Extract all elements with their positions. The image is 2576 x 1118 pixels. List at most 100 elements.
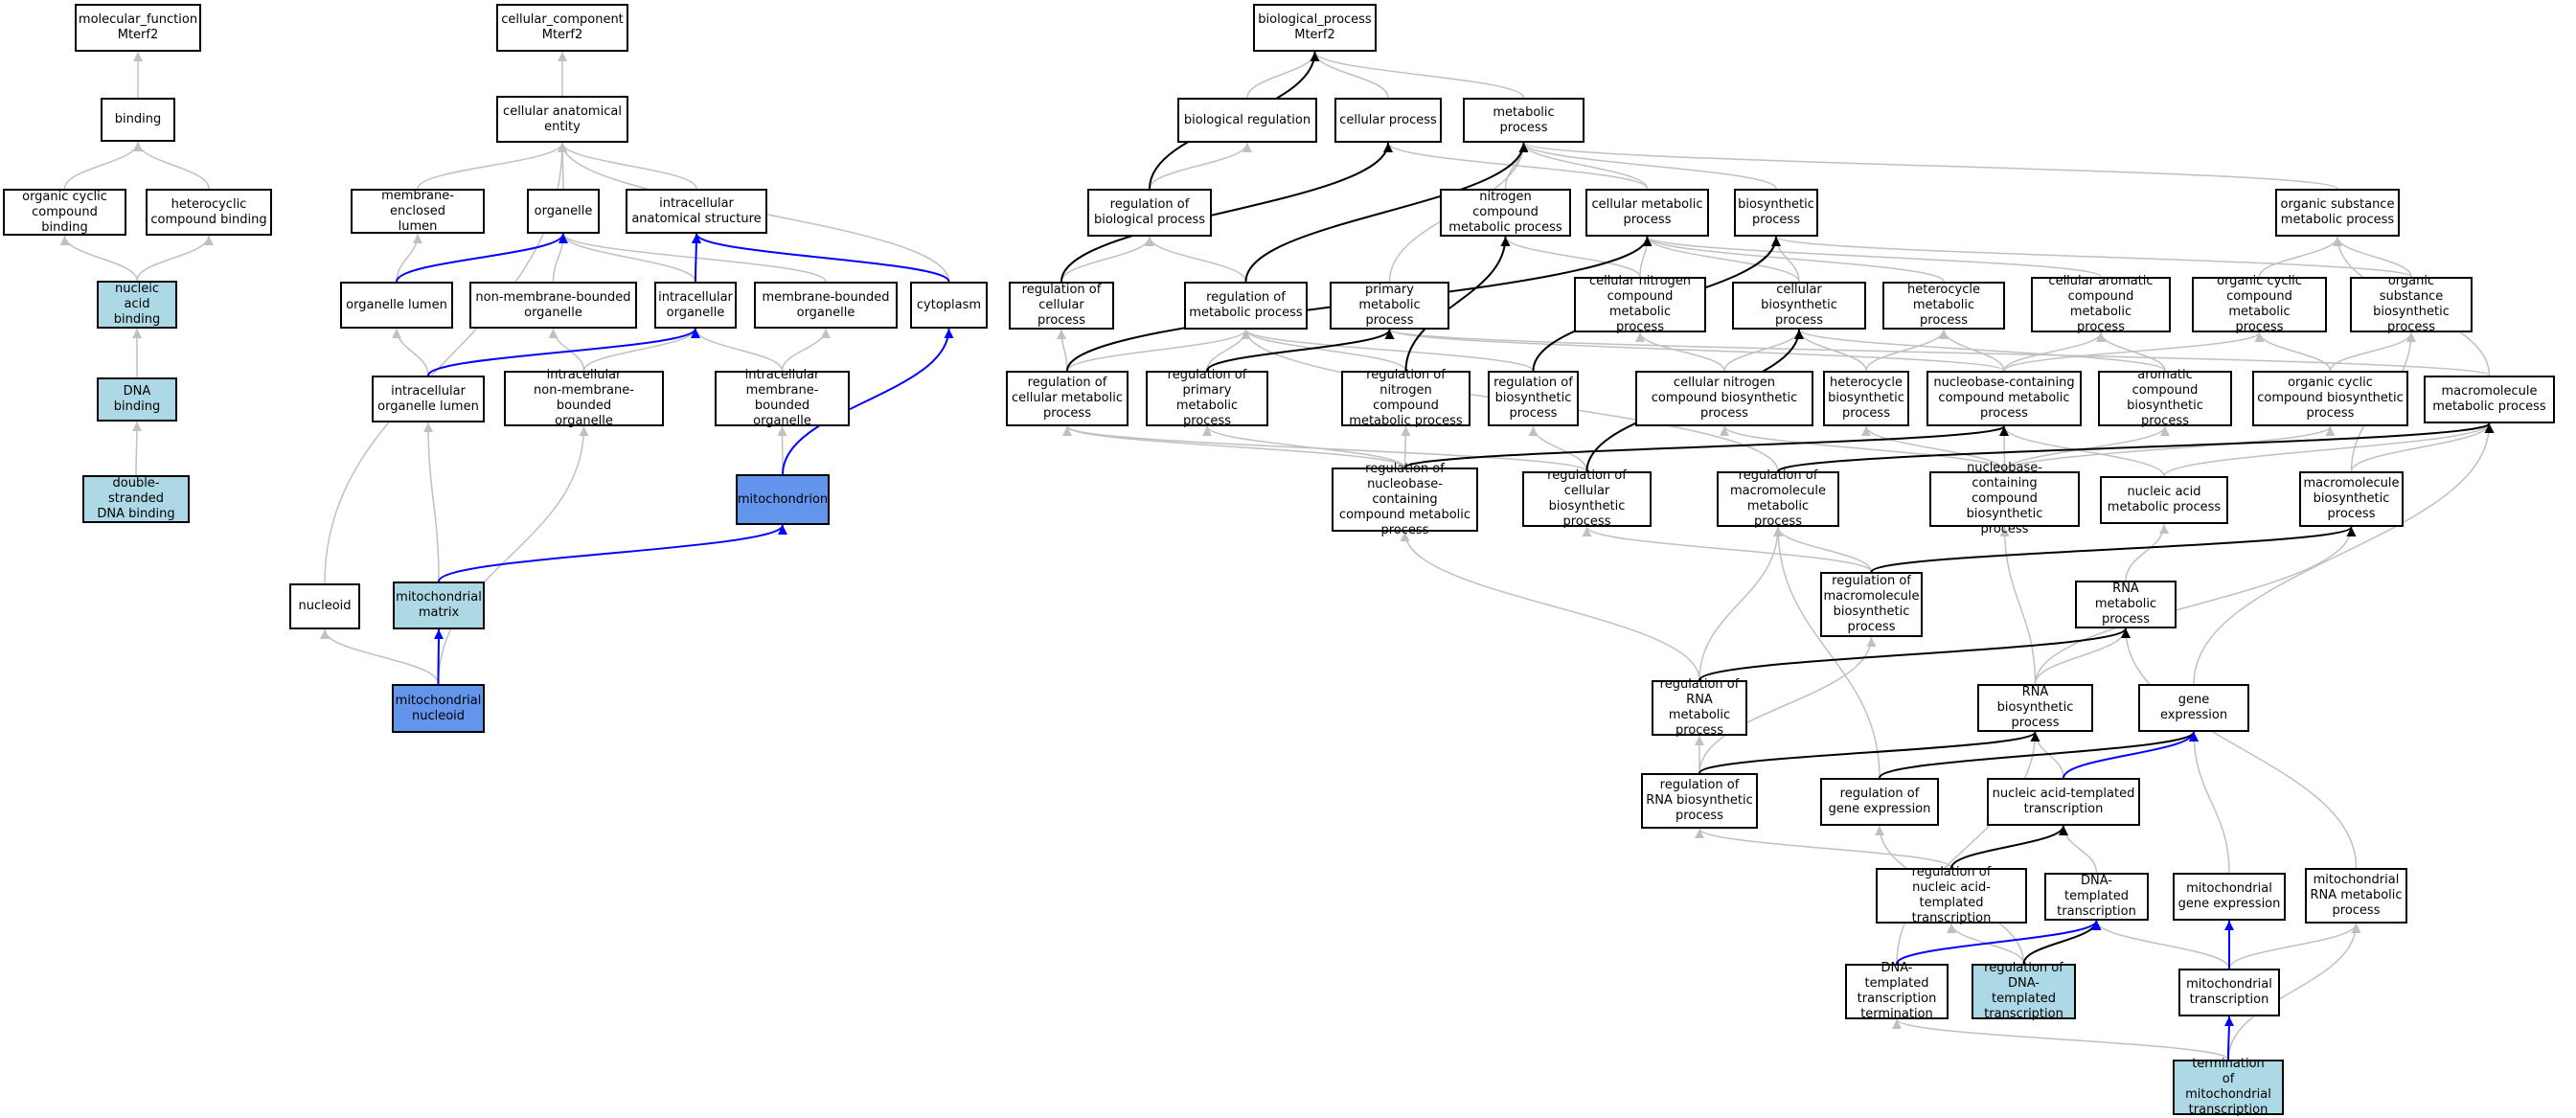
- edge-organic-substance-biosynthetic-process-to-organic-substance-metabolic-process: [2333, 236, 2412, 278]
- node-mitochondrial-nucleoid[interactable]: mitochondrial nucleoid: [392, 684, 485, 733]
- edge-mitochondrial-gene-expression-to-gene-expression: [2189, 731, 2230, 874]
- edge-macromolecule-metabolic-process-to-primary-metabolic-process: [1385, 329, 2491, 376]
- node-cytoplasm[interactable]: cytoplasm: [910, 282, 988, 329]
- edge-regulation-of-rna-metabolic-process-to-rna-metabolic-process: [1698, 627, 2131, 681]
- edge-intracellular-organelle-to-intracellular-anatomical-structure: [691, 233, 701, 283]
- node-nucleoid[interactable]: nucleoid: [289, 583, 360, 629]
- node-dna-binding[interactable]: DNA binding: [97, 377, 177, 422]
- node-rna-biosynthetic-process[interactable]: RNA biosynthetic process: [1977, 684, 2093, 732]
- node-regulation-of-macromolecule-metabolic-process[interactable]: regulation of macromolecule metabolic pr…: [1717, 468, 1839, 529]
- node-regulation-of-gene-expression[interactable]: regulation of gene expression: [1820, 778, 1939, 826]
- node-cellular-aromatic-compound-metabolic-process[interactable]: cellular aromatic compound metabolic pro…: [2031, 274, 2171, 334]
- edge-intracellular-mb-organelle-to-intracellular-organelle: [691, 328, 784, 372]
- node-cellular-nitrogen-compound-metabolic-process[interactable]: cellular nitrogen compound metabolic pro…: [1574, 274, 1706, 334]
- node-regulation-of-metabolic-process[interactable]: regulation of metabolic process: [1184, 282, 1308, 330]
- node-mitochondrial-gene-expression[interactable]: mitochondrial gene expression: [2173, 873, 2286, 921]
- node-organic-cyclic-compound-metabolic-process[interactable]: organic cyclic compound metabolic proces…: [2192, 274, 2327, 334]
- node-regulation-of-nitrogen-compound-metabolic-process[interactable]: regulation of nitrogen compound metaboli…: [1341, 368, 1470, 428]
- node-non-membrane-bounded-organelle[interactable]: non-membrane-bounded organelle: [469, 282, 637, 329]
- node-heterocycle-metabolic-process[interactable]: heterocycle metabolic process: [1882, 282, 2005, 330]
- node-macromolecule-biosynthetic-process[interactable]: macromolecule biosynthetic process: [2299, 471, 2404, 527]
- node-heterocycle-biosynthetic-process[interactable]: heterocycle biosynthetic process: [1823, 371, 1909, 426]
- node-biological-regulation[interactable]: biological regulation: [1177, 98, 1317, 143]
- edge-heterocyclic-binding-to-binding: [133, 141, 210, 190]
- node-ds-dna-binding[interactable]: double-stranded DNA binding: [82, 475, 190, 523]
- node-nucleobase-containing-compound-metabolic-process[interactable]: nucleobase-containing compound metabolic…: [1926, 371, 2082, 426]
- node-intracellular-anatomical-structure[interactable]: intracellular anatomical structure: [626, 189, 767, 234]
- node-mf-root[interactable]: molecular_function Mterf2: [75, 4, 201, 52]
- node-organelle-lumen[interactable]: organelle lumen: [340, 282, 453, 329]
- node-cellular-nitrogen-compound-biosynthetic-process[interactable]: cellular nitrogen compound biosynthetic …: [1635, 371, 1813, 426]
- edge-biological-regulation-to-bp-root: [1246, 51, 1320, 99]
- node-macromolecule-metabolic-process[interactable]: macromolecule metabolic process: [2424, 376, 2555, 423]
- edge-gene-expression-to-macromolecule-metabolic-process: [2193, 422, 2495, 685]
- node-cellular-metabolic-process[interactable]: cellular metabolic process: [1585, 189, 1709, 237]
- node-regulation-of-cellular-biosynthetic-process[interactable]: regulation of cellular biosynthetic proc…: [1522, 468, 1652, 529]
- node-membrane-enclosed-lumen[interactable]: membrane-enclosed lumen: [351, 189, 485, 234]
- edge-regulation-of-rna-metabolic-process-to-regulation-of-nucleobase-containing-compound-metabolic-process: [1400, 531, 1700, 681]
- node-termination-of-mitochondrial-transcription[interactable]: termination of mitochondrial transcripti…: [2173, 1057, 2284, 1117]
- node-regulation-of-cellular-metabolic-process[interactable]: regulation of cellular metabolic process: [1006, 371, 1128, 426]
- node-regulation-of-biological-process[interactable]: regulation of biological process: [1087, 189, 1212, 237]
- node-cellular-process[interactable]: cellular process: [1334, 98, 1442, 143]
- node-mitochondrial-transcription[interactable]: mitochondrial transcription: [2178, 969, 2280, 1016]
- node-intracellular-mb-organelle[interactable]: intracellular membrane-bounded organelle: [715, 368, 850, 428]
- node-cc-root[interactable]: cellular_component Mterf2: [496, 4, 628, 52]
- node-nitrogen-compound-metabolic-process[interactable]: nitrogen compound metabolic process: [1440, 189, 1571, 237]
- node-organelle[interactable]: organelle: [527, 189, 600, 234]
- node-rna-metabolic-process[interactable]: RNA metabolic process: [2075, 581, 2177, 628]
- node-intracellular-organelle-lumen[interactable]: intracellular organelle lumen: [372, 376, 485, 422]
- node-binding[interactable]: binding: [101, 98, 175, 142]
- node-intracellular-nmb-organelle[interactable]: intracellular non-membrane-bounded organ…: [504, 368, 664, 428]
- edge-organic-substance-biosynthetic-process-to-biosynthetic-process: [1771, 236, 2412, 278]
- node-dna-templated-transcription-termination[interactable]: DNA-templated transcription termination: [1845, 961, 1949, 1021]
- node-organic-substance-metabolic-process[interactable]: organic substance metabolic process: [2275, 189, 2400, 237]
- edge-nucleic-acid-metabolic-process-to-macromolecule-metabolic-process: [2163, 422, 2495, 477]
- edge-regulation-of-rna-biosynthetic-process-to-rna-biosynthetic-process: [1698, 731, 2040, 774]
- node-regulation-of-nucleic-acid-templated-transcription[interactable]: regulation of nucleic acid-templated tra…: [1876, 865, 2027, 925]
- node-intracellular-organelle[interactable]: intracellular organelle: [654, 282, 737, 329]
- node-regulation-of-rna-biosynthetic-process[interactable]: regulation of RNA biosynthetic process: [1641, 773, 1758, 829]
- edge-intracellular-nmb-organelle-to-intracellular-organelle: [582, 328, 700, 372]
- edge-rna-biosynthetic-process-to-nucleobase-containing-compound-biosynthetic-process: [1999, 526, 2037, 685]
- node-dna-templated-transcription[interactable]: DNA-templated transcription: [2044, 873, 2149, 921]
- node-mitochondrion[interactable]: mitochondrion: [736, 474, 830, 525]
- edge-regulation-of-cellular-process-to-regulation-of-biological-process: [1060, 236, 1154, 283]
- node-organic-substance-biosynthetic-process[interactable]: organic substance biosynthetic process: [2350, 274, 2473, 334]
- node-regulation-of-cellular-process[interactable]: regulation of cellular process: [1009, 282, 1114, 330]
- edge-dna-templated-transcription-to-nucleic-acid-templated-transcription: [2059, 825, 2098, 874]
- edge-regulation-of-nitrogen-compound-metabolic-process-to-nitrogen-compound-metabolic-process: [1404, 236, 1511, 372]
- node-biosynthetic-process[interactable]: biosynthetic process: [1734, 189, 1818, 237]
- node-nucleic-acid-binding[interactable]: nucleic acid binding: [97, 281, 177, 329]
- edge-mitochondrial-nucleoid-to-mitochondrial-matrix: [433, 628, 444, 685]
- node-regulation-of-dna-templated-transcription[interactable]: regulation of DNA-templated transcriptio…: [1972, 961, 2076, 1021]
- node-mitochondrial-rna-metabolic-process[interactable]: mitochondrial RNA metabolic process: [2305, 868, 2407, 924]
- node-regulation-of-biosynthetic-process[interactable]: regulation of biosynthetic process: [1488, 371, 1579, 426]
- node-heterocyclic-binding[interactable]: heterocyclic compound binding: [146, 189, 272, 236]
- node-nucleobase-containing-compound-biosynthetic-process[interactable]: nucleobase-containing compound biosynthe…: [1929, 461, 2080, 536]
- node-nucleic-acid-templated-transcription[interactable]: nucleic acid-templated transcription: [1987, 778, 2140, 826]
- edge-regulation-of-gene-expression-to-gene-expression: [1879, 731, 2199, 779]
- edge-regulation-of-nucleobase-containing-compound-metabolic-process-to-nucleobase-containing-compound-metabolic-process: [1403, 425, 2009, 468]
- edge-rna-metabolic-process-to-nucleic-acid-metabolic-process: [2125, 523, 2169, 582]
- node-cellular-biosynthetic-process[interactable]: cellular biosynthetic process: [1732, 282, 1866, 330]
- node-organic-cyclic-binding[interactable]: organic cyclic compound binding: [3, 189, 126, 236]
- node-mitochondrial-matrix[interactable]: mitochondrial matrix: [393, 582, 485, 629]
- node-bp-root[interactable]: biological_process Mterf2: [1253, 4, 1377, 52]
- node-regulation-of-macromolecule-biosynthetic-process[interactable]: regulation of macromolecule biosynthetic…: [1820, 572, 1923, 637]
- node-gene-expression[interactable]: gene expression: [2138, 684, 2249, 732]
- node-regulation-of-nucleobase-containing-compound-metabolic-process[interactable]: regulation of nucleobase-containing comp…: [1332, 462, 1478, 537]
- node-metabolic-process[interactable]: metabolic process: [1463, 98, 1584, 143]
- node-nucleic-acid-metabolic-process[interactable]: nucleic acid metabolic process: [2100, 476, 2228, 524]
- node-organic-cyclic-compound-biosynthetic-process[interactable]: organic cyclic compound biosynthetic pro…: [2252, 371, 2408, 426]
- node-regulation-of-primary-metabolic-process[interactable]: regulation of primary metabolic process: [1146, 368, 1268, 428]
- edge-biosynthetic-process-to-metabolic-process: [1518, 142, 1777, 190]
- node-regulation-of-rna-metabolic-process[interactable]: regulation of RNA metabolic process: [1652, 677, 1747, 738]
- edge-mitochondrial-nucleoid-to-nucleoid: [320, 628, 440, 685]
- node-cellular-anatomical-entity[interactable]: cellular anatomical entity: [496, 96, 628, 143]
- node-aromatic-compound-biosynthetic-process[interactable]: aromatic compound biosynthetic process: [2098, 368, 2232, 428]
- node-primary-metabolic-process[interactable]: primary metabolic process: [1330, 282, 1449, 330]
- edge-cellular-aromatic-compound-metabolic-process-to-cellular-metabolic-process: [1642, 236, 2102, 278]
- node-membrane-bounded-organelle[interactable]: membrane-bounded organelle: [754, 282, 898, 329]
